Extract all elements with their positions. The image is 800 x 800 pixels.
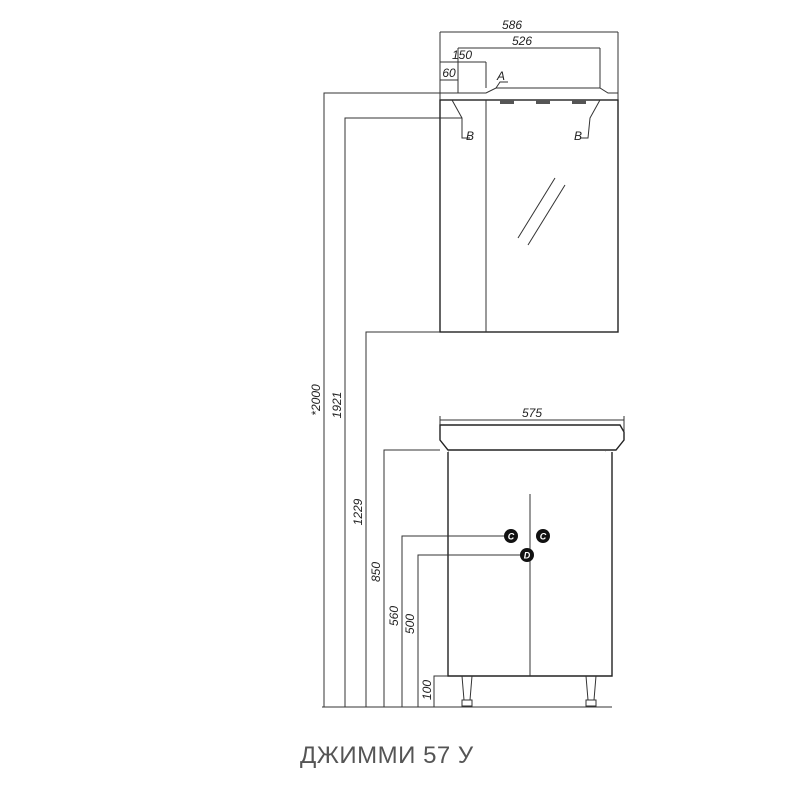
dim-label-850: 850 [369, 562, 383, 582]
mirror-cabinet [439, 87, 619, 333]
dim-label-560: 560 [387, 606, 401, 626]
lamp-fixture-middle [536, 100, 550, 104]
leg-left [461, 675, 473, 701]
dim-line-2000 [323, 92, 440, 707]
dim-label-526: 526 [512, 34, 532, 48]
leg-left-foot [461, 699, 473, 707]
vertical-dimensions [323, 92, 520, 707]
dim-line-500 [417, 554, 520, 707]
mirror-cabinet-body [439, 99, 619, 333]
dim-label-1921: 1921 [330, 392, 344, 419]
dim-label-500: 500 [403, 614, 417, 634]
dim-label-150: 150 [452, 48, 472, 62]
product-title: ДЖИММИ 57 У [300, 742, 474, 769]
vanity-unit [439, 424, 625, 707]
leg-right [585, 675, 597, 701]
top-shelf-lamp [439, 87, 619, 100]
lamp-fixture-left [500, 100, 514, 104]
basin-width-dimension [439, 416, 625, 432]
mirror-glare-line-2 [527, 184, 566, 246]
dim-line-560 [401, 535, 504, 707]
top-dimensions [439, 31, 619, 100]
dim-label-2000: *2000 [309, 384, 323, 416]
leg-right-foot [585, 699, 597, 707]
outlet-c-right [536, 529, 550, 543]
marker-c-left: C [508, 532, 515, 542]
marker-c-right: C [540, 532, 547, 542]
dim-label-575: 575 [522, 406, 542, 420]
marker-b-right-leader [580, 99, 601, 139]
dim-line-850 [383, 449, 440, 707]
marker-a-leader [495, 81, 508, 89]
dim-label-60: 60 [442, 66, 456, 80]
marker-b-right: B [574, 129, 582, 143]
marker-d: D [524, 551, 531, 561]
lamp-fixture-right [572, 100, 586, 104]
mirror-glare-line-1 [517, 177, 556, 239]
marker-b-left: B [466, 129, 474, 143]
outlet-c-left [504, 529, 518, 543]
outlet-d [520, 548, 534, 562]
basin-top [439, 424, 625, 451]
dim-line-100 [433, 675, 448, 707]
dim-label-100: 100 [420, 680, 434, 700]
dim-label-1229: 1229 [351, 498, 365, 525]
dim-line-1229 [365, 331, 440, 707]
dim-label-586: 586 [502, 18, 522, 32]
marker-a: A [496, 69, 505, 83]
marker-b-left-leader [451, 99, 470, 139]
dim-line-1921 [344, 117, 462, 707]
